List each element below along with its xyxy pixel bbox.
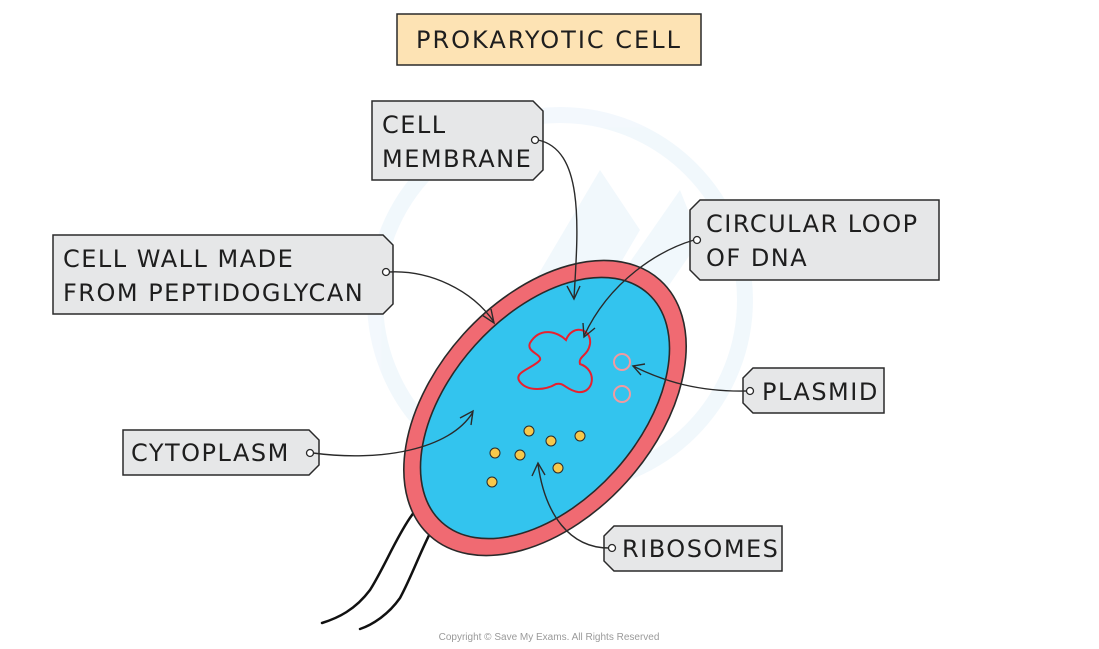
arrow-cell-wall <box>388 271 496 325</box>
ribosomes-group <box>486 425 586 488</box>
ribosome <box>514 449 526 461</box>
label-ribosomes: RIBOSOMES <box>603 525 783 572</box>
cell-membrane-line-2: MEMBRANE <box>382 145 532 173</box>
arrow-plasmid <box>631 363 748 392</box>
cell-wall-line-1: CELL WALL MADE <box>63 245 294 273</box>
arrow-cell-membrane <box>537 139 581 301</box>
circular-dna-line-2: OF DNA <box>706 244 808 272</box>
plasmid-label: PLASMID <box>762 378 879 406</box>
ribosome <box>552 462 564 474</box>
cytoplasm <box>419 276 671 540</box>
label-cell-membrane: CELL MEMBRANE <box>371 100 544 181</box>
label-cell-wall: CELL WALL MADE FROM PEPTIDOGLYCAN <box>52 234 394 315</box>
cell-wall-line-2: FROM PEPTIDOGLYCAN <box>63 279 364 307</box>
cell-membrane-line-1: CELL <box>382 111 447 139</box>
cytoplasm-label: CYTOPLASM <box>131 439 290 467</box>
ribosome <box>545 435 557 447</box>
arrow-cytoplasm <box>312 409 474 457</box>
label-plasmid: PLASMID <box>742 367 885 414</box>
circular-dna-line-1: CIRCULAR LOOP <box>706 210 919 238</box>
plasmid-ring <box>613 385 631 403</box>
ribosome <box>489 447 501 459</box>
plasmids <box>613 353 631 403</box>
title-box: PROKARYOTIC CELL <box>396 13 702 66</box>
arrow-ribosomes <box>531 461 610 549</box>
ribosome <box>486 476 498 488</box>
cell-body <box>403 259 687 557</box>
ribosome <box>574 430 586 442</box>
label-circular-dna: CIRCULAR LOOP OF DNA <box>689 199 940 281</box>
arrow-circular-dna <box>582 239 695 339</box>
circular-dna <box>517 329 593 394</box>
ribosome <box>523 425 535 437</box>
label-cytoplasm: CYTOPLASM <box>122 429 320 476</box>
ribosomes-label: RIBOSOMES <box>622 535 779 563</box>
copyright-notice: Copyright © Save My Exams. All Rights Re… <box>439 632 660 643</box>
diagram-title: PROKARYOTIC CELL <box>416 26 682 54</box>
plasmid-ring <box>613 353 631 371</box>
